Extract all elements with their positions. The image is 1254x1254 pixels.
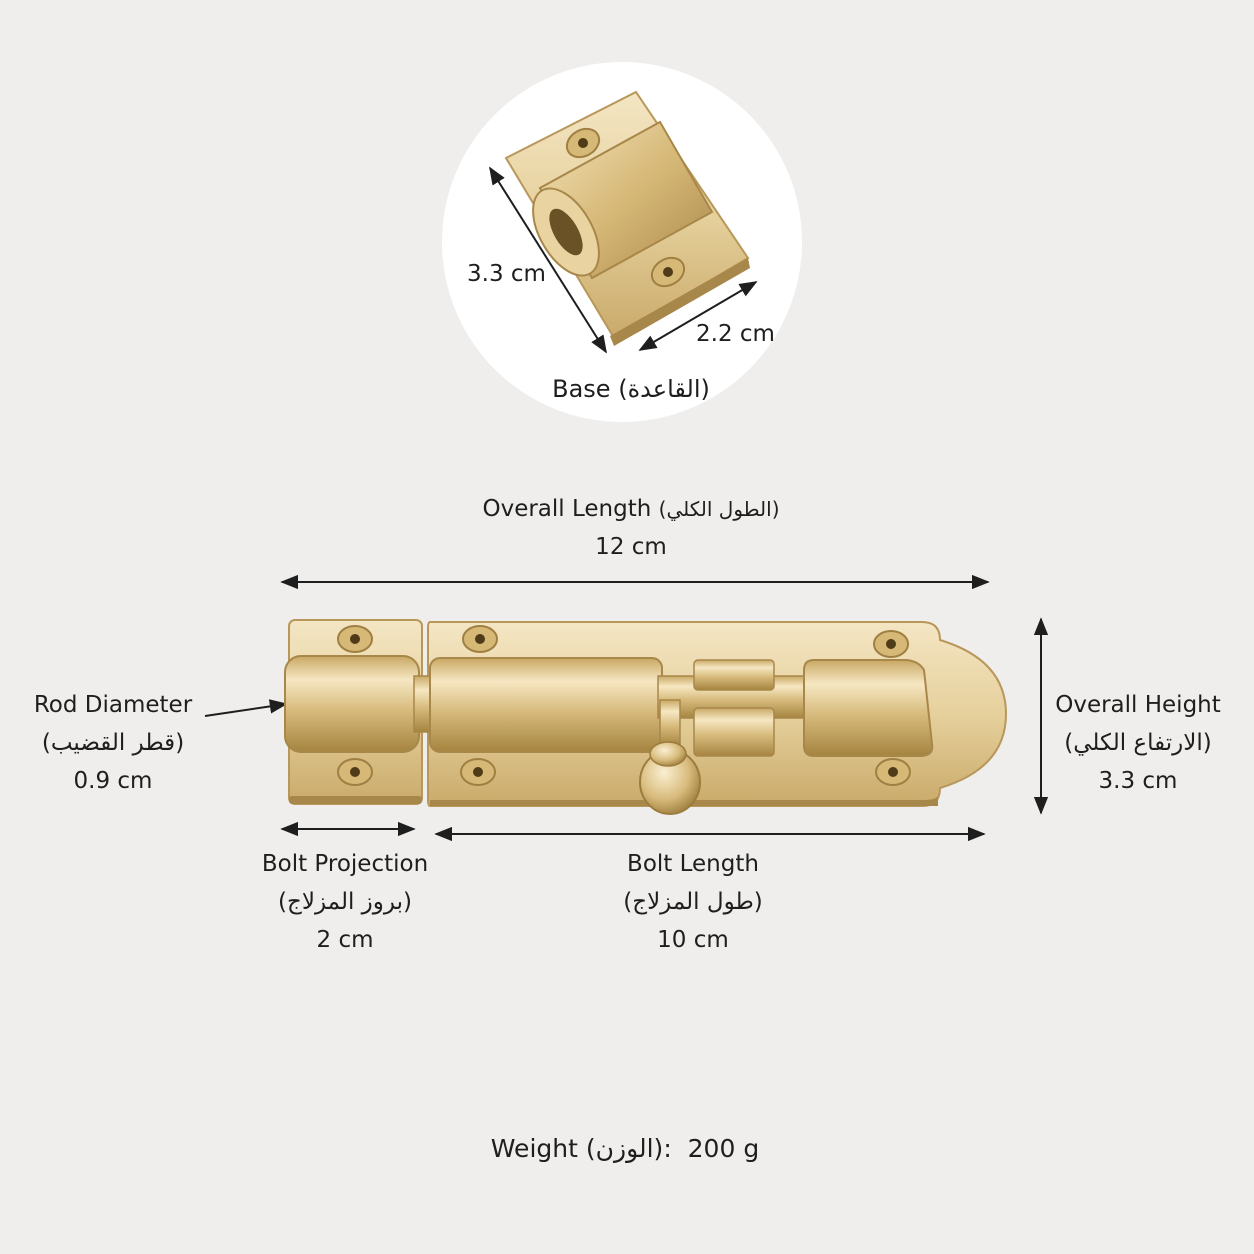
overall-length-title-ar: (الطول الكلي) [658, 497, 780, 521]
weight-label-en: Weight [490, 1134, 578, 1163]
bolt-projection-title-ar: (بروز المزلاج) [278, 889, 412, 915]
overall-length-title: Overall Length (الطول الكلي) [482, 490, 779, 528]
overall-length-label: Overall Length (الطول الكلي) 12 cm [482, 490, 779, 566]
screw-hole [875, 758, 911, 786]
bolt-length-label: Bolt Length (طول المزلاج) 10 cm [623, 845, 763, 959]
base-length-label: 3.3 cm [467, 261, 546, 287]
weight-label: Weight (الوزن): 200 g [491, 1136, 759, 1161]
bolt-sleeve [429, 657, 663, 753]
bolt-knob [639, 699, 701, 815]
rod-diameter-label: Rod Diameter (قطر القضيب) 0.9 cm [34, 686, 192, 800]
base-caption-en: Base [552, 375, 611, 403]
bolt-projection-value: 2 cm [316, 927, 374, 953]
bolt-guide-block [803, 659, 934, 757]
bolt-projection-label: Bolt Projection (بروز المزلاج) 2 cm [262, 845, 428, 959]
overall-length-title-en: Overall Length [482, 496, 652, 522]
rod-diameter-title-en: Rod Diameter [33, 692, 193, 718]
bolt-length-value: 10 cm [657, 927, 729, 953]
weight-label-ar: (الوزن) [585, 1134, 664, 1163]
screw-hole [462, 625, 498, 653]
overall-height-label: Overall Height (الارتفاع الكلي) 3.3 cm [1055, 686, 1221, 800]
overall-height-title-ar: (الارتفاع الكلي) [1064, 730, 1212, 756]
screw-hole [873, 630, 909, 658]
overall-height-title-en: Overall Height [1055, 692, 1221, 718]
rod-diameter-title-ar: (قطر القضيب) [41, 730, 185, 756]
rod-diameter-value: 0.9 cm [73, 768, 153, 794]
weight-value: 200 g [687, 1134, 760, 1163]
rod-diameter-pointer [204, 699, 288, 717]
base-caption: Base (القاعدة) [552, 377, 710, 401]
base-screw-hole-top [565, 127, 601, 159]
bolt-length-title-en: Bolt Length [627, 851, 759, 877]
bolt-projection-title-en: Bolt Projection [261, 851, 429, 877]
screw-hole [337, 758, 373, 786]
base-length-arrow [489, 166, 607, 354]
overall-height-value: 3.3 cm [1098, 768, 1178, 794]
bolt-length-title-ar: (طول المزلاج) [623, 889, 763, 915]
base-width-label: 2.2 cm [696, 321, 775, 347]
screw-hole [460, 758, 496, 786]
base-caption-ar: (القاعدة) [618, 375, 710, 403]
base-width-arrow [638, 281, 758, 351]
keeper-cylinder [284, 655, 420, 753]
screw-hole [337, 625, 373, 653]
weight-separator: : [663, 1134, 680, 1163]
barrel-bolt-illustration [284, 619, 1008, 815]
overall-length-value: 12 cm [595, 534, 667, 560]
